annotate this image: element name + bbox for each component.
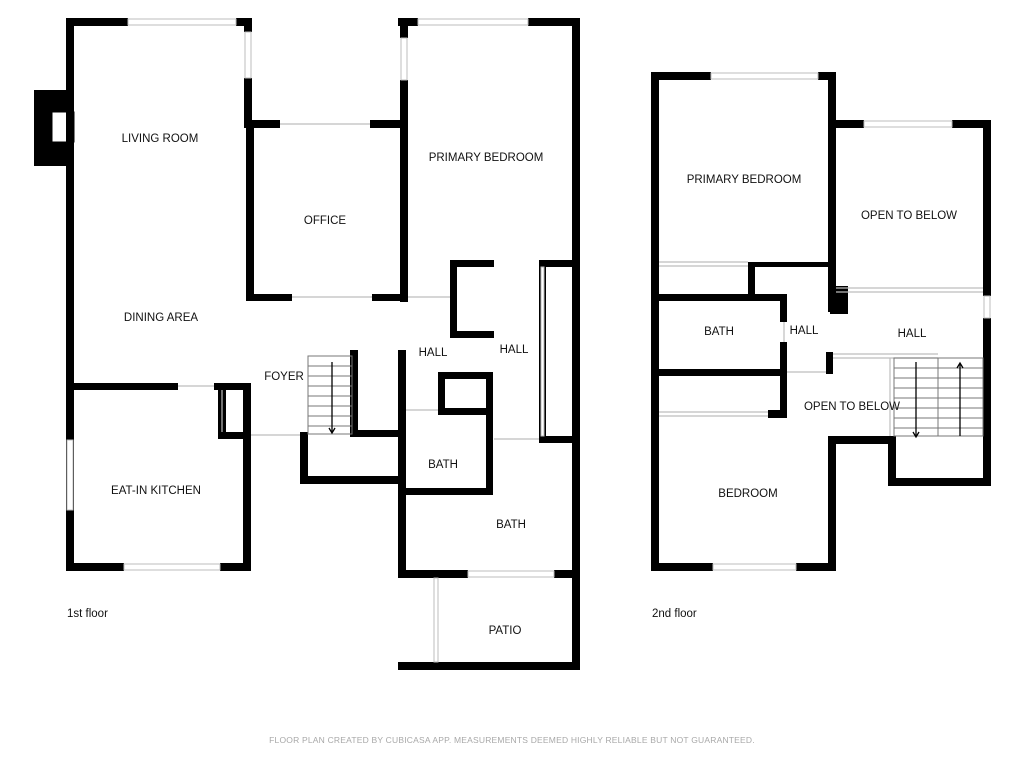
footer-disclaimer: FLOOR PLAN CREATED BY CUBICASA APP. MEAS…	[269, 735, 755, 745]
room-label-open-to-below-top: OPEN TO BELOW	[861, 210, 957, 222]
second-floor-plan: PRIMARY BEDROOM OPEN TO BELOW BATH HALL …	[651, 72, 991, 620]
room-label-hall-left-2: HALL	[790, 325, 819, 337]
room-label-bath-small: BATH	[428, 459, 458, 471]
room-label-hall-right: HALL	[500, 344, 529, 356]
room-label-open-to-below-bottom: OPEN TO BELOW	[804, 401, 900, 413]
room-label-hall-left: HALL	[419, 347, 448, 359]
second-floor-room-labels: PRIMARY BEDROOM OPEN TO BELOW BATH HALL …	[687, 174, 957, 500]
room-label-foyer: FOYER	[264, 371, 304, 383]
room-label-dining-area: DINING AREA	[124, 312, 198, 324]
room-label-primary-bedroom: PRIMARY BEDROOM	[429, 152, 544, 164]
room-label-eat-in-kitchen: EAT-IN KITCHEN	[111, 485, 201, 497]
second-floor-staircase	[893, 357, 984, 439]
second-floor-openings	[659, 261, 983, 436]
floor-label-first: 1st floor	[67, 608, 108, 620]
room-label-primary-bedroom-2: PRIMARY BEDROOM	[687, 174, 802, 186]
room-label-bath-large: BATH	[496, 519, 526, 531]
room-label-patio: PATIO	[489, 625, 522, 637]
room-label-bath-2: BATH	[704, 326, 734, 338]
room-label-hall-right-2: HALL	[898, 328, 927, 340]
first-floor-plan: LIVING ROOM OFFICE PRIMARY BEDROOM DININ…	[34, 18, 580, 670]
room-label-living-room: LIVING ROOM	[122, 133, 199, 145]
second-floor-walls	[651, 72, 991, 571]
foyer-staircase	[307, 355, 353, 435]
first-floor-openings	[178, 123, 539, 440]
second-floor-windows	[710, 72, 991, 571]
floor-label-second: 2nd floor	[652, 608, 697, 620]
room-label-office: OFFICE	[304, 215, 346, 227]
first-floor-room-labels: LIVING ROOM OFFICE PRIMARY BEDROOM DININ…	[111, 133, 543, 637]
room-label-bedroom: BEDROOM	[718, 488, 777, 500]
first-floor-windows	[66, 18, 555, 663]
